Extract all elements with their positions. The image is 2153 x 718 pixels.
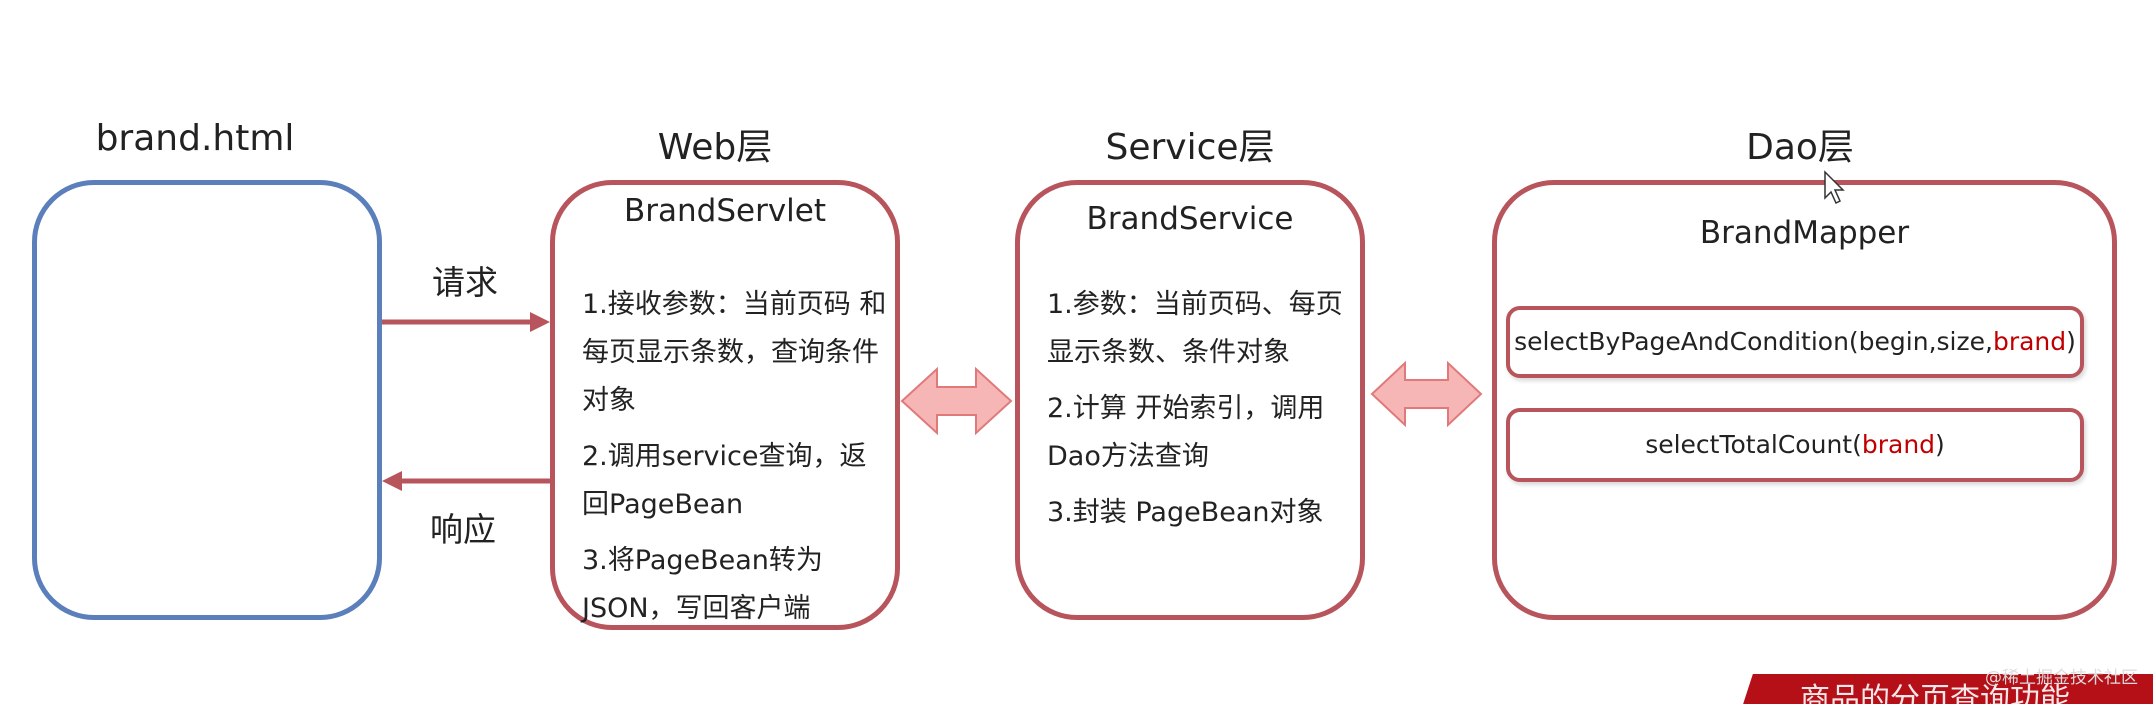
method-1-name: selectByPageAndCondition(begin,size, [1514, 327, 1993, 356]
label-request: 请求 [432, 263, 498, 302]
service-step-1: 1.参数：当前页码、每页显示条数、条件对象 [1047, 289, 1343, 368]
arrow-left-icon [382, 471, 550, 491]
label-response: 响应 [430, 510, 496, 549]
heading-brand-html: brand.html [95, 118, 295, 159]
method-select-by-page-and-condition: selectByPageAndCondition(begin,size,bran… [1506, 306, 2084, 378]
servlet-steps: 1.接收参数：当前页码 和每页显示条数，查询条件对象 2.调用service查询… [582, 281, 887, 641]
method-2-name: selectTotalCount( [1645, 430, 1862, 459]
method-2-param: brand [1861, 430, 1936, 459]
heading-web-layer: Web层 [657, 127, 773, 168]
arrow-right-icon [382, 312, 550, 332]
client-box [32, 180, 382, 620]
watermark: @稀土掘金技术社区 [1985, 668, 2138, 688]
service-step-2: 2.计算 开始索引，调用Dao方法查询 [1047, 393, 1325, 472]
method-select-total-count: selectTotalCount(brand) [1506, 408, 2084, 482]
service-step-3: 3.封装 PageBean对象 [1047, 497, 1324, 528]
double-arrow-icon [900, 366, 1013, 436]
connector-layer [382, 170, 1845, 491]
service-title: BrandService [1086, 201, 1294, 237]
servlet-step-2: 2.调用service查询，返回PageBean [582, 441, 867, 520]
service-box: BrandService 1.参数：当前页码、每页显示条数、条件对象 2.计算 … [1015, 180, 1365, 620]
method-1-param: brand [1992, 327, 2067, 356]
method-2-close: ) [1935, 430, 1945, 459]
double-arrow-icon [1370, 360, 1483, 428]
servlet-step-3: 3.将PageBean转为JSON，写回客户端 [582, 545, 823, 624]
service-steps: 1.参数：当前页码、每页显示条数、条件对象 2.计算 开始索引，调用Dao方法查… [1047, 281, 1347, 545]
mapper-title: BrandMapper [1699, 215, 1910, 251]
servlet-step-1: 1.接收参数：当前页码 和每页显示条数，查询条件对象 [582, 289, 887, 416]
mouse-pointer-icon [1824, 170, 1845, 205]
servlet-title: BrandServlet [623, 193, 826, 229]
heading-service-layer: Service层 [1105, 127, 1275, 168]
mapper-box: BrandMapper [1492, 180, 2117, 620]
heading-dao-layer: Dao层 [1746, 127, 1854, 168]
servlet-box: BrandServlet 1.接收参数：当前页码 和每页显示条数，查询条件对象 … [550, 180, 900, 630]
method-1-close: ) [2066, 327, 2076, 356]
